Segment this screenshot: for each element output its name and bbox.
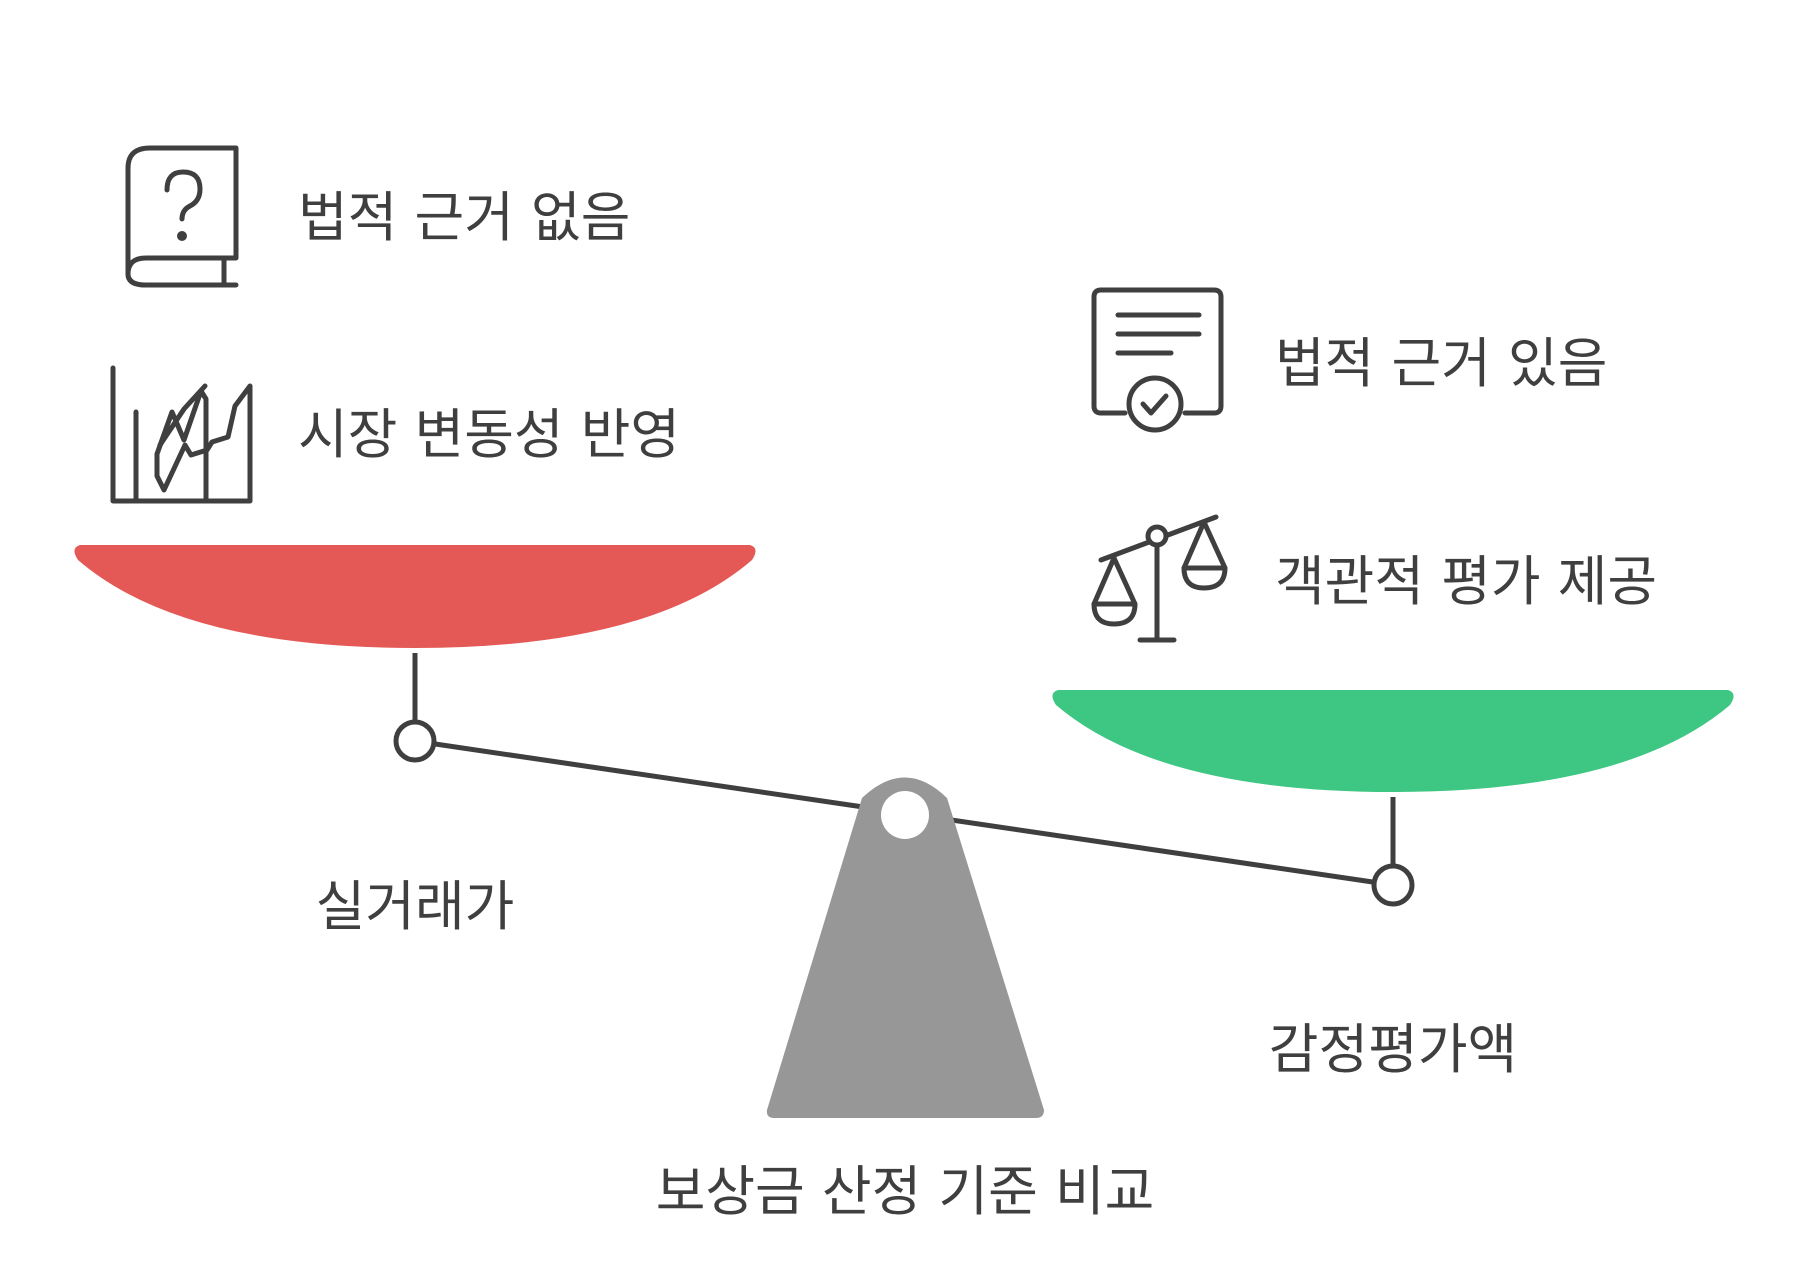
left-pivot [393, 719, 437, 763]
diagram-title: 보상금 산정 기준 비교 [656, 1160, 1155, 1223]
balance-scale-icon [1091, 514, 1228, 643]
question-book-icon [125, 145, 239, 288]
volatile-chart-icon [110, 365, 253, 504]
fulcrum-hole [881, 791, 929, 839]
right-pivot [1371, 863, 1415, 907]
left-label: 실거래가 [316, 875, 515, 938]
right-point-1-text: 법적 근거 있음 [1275, 332, 1607, 395]
left-pan [74, 545, 756, 648]
left-point-1-text: 법적 근거 없음 [298, 186, 630, 249]
fulcrum [766, 777, 1044, 1118]
right-pan [1052, 690, 1734, 792]
certified-document-icon [1091, 287, 1224, 433]
right-label: 감정평가액 [1269, 1018, 1517, 1081]
left-point-2-text: 시장 변동성 반영 [298, 403, 680, 466]
right-point-2-text: 객관적 평가 제공 [1275, 550, 1657, 613]
